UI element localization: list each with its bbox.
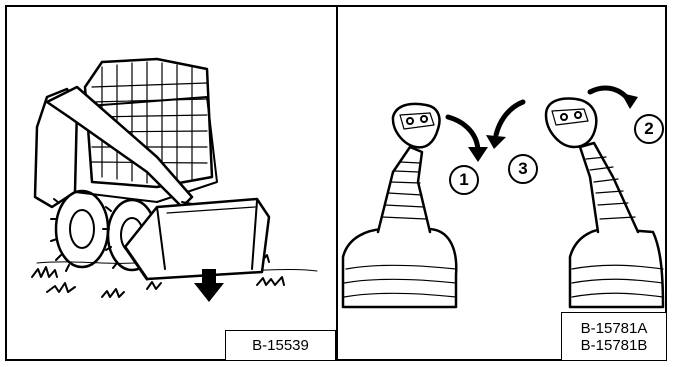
callout-3-number: 3 [518, 159, 527, 179]
callout-1: 1 [449, 165, 479, 195]
rotation-arrow-3 [496, 102, 523, 135]
figure-ref-label-a: B-15781A [581, 320, 648, 337]
arrow-head-3-icon [486, 135, 506, 149]
figure-ref-label-b: B-15781B [581, 337, 648, 354]
figure-ref-label: B-15539 [252, 337, 309, 354]
callout-1-number: 1 [459, 170, 468, 190]
skid-steer-loader-drawing [7, 7, 336, 359]
arrow-head-1-icon [468, 147, 488, 162]
rotation-arrow-1 [448, 117, 478, 152]
arrow-head-2-icon [621, 93, 638, 109]
callout-3: 3 [508, 154, 538, 184]
figure-reference-right: B-15781A B-15781B [561, 312, 667, 361]
callout-2-number: 2 [644, 119, 653, 139]
callout-2: 2 [634, 114, 664, 144]
joystick-drawing [338, 7, 667, 359]
joystick-illustration-panel [338, 7, 667, 359]
figure-reference-left: B-15539 [225, 330, 336, 361]
loader-illustration-panel [7, 7, 336, 359]
